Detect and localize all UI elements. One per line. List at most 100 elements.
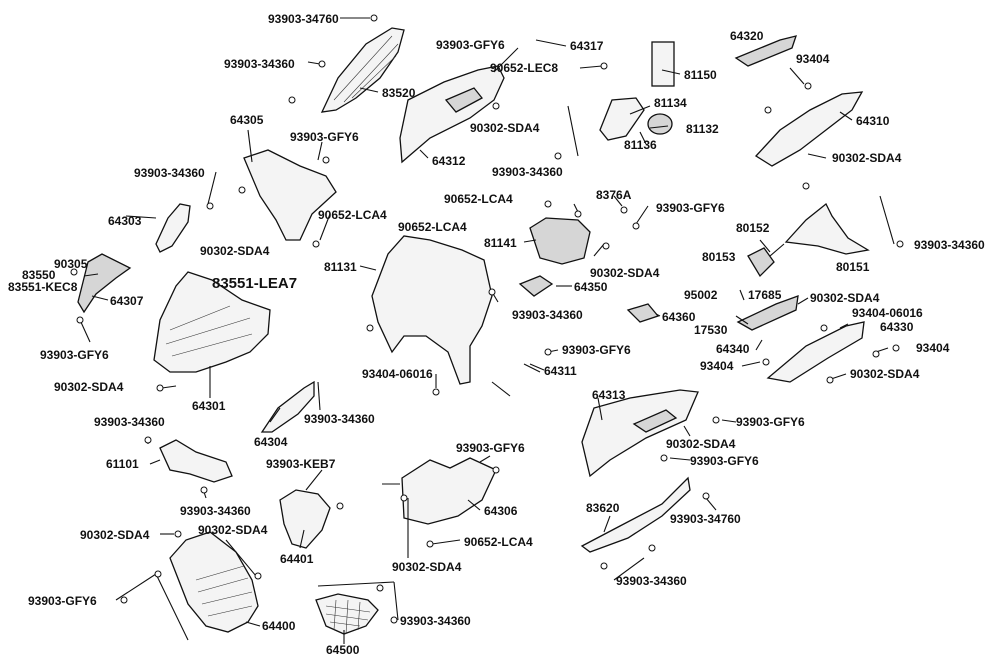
label-93903-34360-e: 93903-34360: [512, 308, 583, 322]
label-64317: 64317: [570, 39, 604, 53]
label-64306: 64306: [484, 504, 518, 518]
label-81134: 81134: [654, 96, 687, 110]
label-93903-34360-b: 93903-34360: [492, 165, 563, 179]
part-64305: [243, 149, 337, 241]
label-83620: 83620: [586, 501, 620, 515]
label-80152: 80152: [736, 221, 770, 235]
part-64360: [626, 303, 660, 323]
label-93903-34360-g: 93903-34360: [94, 415, 165, 429]
part-64303: [155, 203, 191, 253]
label-64307: 64307: [110, 294, 144, 308]
label-93404-b: 93404: [916, 341, 950, 355]
label-93903-34360-j: 93903-34360: [400, 614, 471, 628]
label-90302-SDA4-g: 90302-SDA4: [54, 380, 124, 394]
label-90302-SDA4-h: 90302-SDA4: [666, 437, 736, 451]
part-81134: [599, 97, 645, 141]
label-93903-KEB7: 93903-KEB7: [266, 457, 336, 471]
label-81150: 81150: [684, 68, 717, 82]
label-90302-SDA4-b: 90302-SDA4: [470, 121, 540, 135]
label-93903-34360-i: 93903-34360: [616, 574, 687, 588]
label-83550: 83550: [22, 268, 56, 282]
label-93903-34360-a: 93903-34360: [224, 57, 295, 71]
label-17685: 17685: [748, 288, 782, 302]
part-64400: [169, 531, 259, 633]
label-93404-06016-a: 93404-06016: [852, 306, 923, 320]
part-64401: [279, 489, 331, 549]
label-64310: 64310: [856, 114, 890, 128]
label-93404-c: 93404: [700, 359, 734, 373]
part-64304: [260, 380, 315, 433]
part-64306: [401, 457, 497, 525]
label-93903-34360-d: 93903-34360: [914, 238, 985, 252]
part-83620: [580, 476, 691, 553]
label-93903-GFY6-f: 93903-GFY6: [736, 415, 805, 429]
label-64305: 64305: [230, 113, 264, 127]
label-64400: 64400: [262, 619, 296, 633]
part-61101: [159, 439, 233, 483]
part-64312: [399, 65, 505, 164]
label-90652-LCA4-b: 90652-LCA4: [444, 192, 513, 206]
part-81131: [371, 235, 493, 385]
label-64303: 64303: [108, 214, 142, 228]
label-93903-GFY6-d: 93903-GFY6: [562, 343, 631, 357]
label-93903-34760-top: 93903-34760: [268, 12, 339, 26]
label-64350: 64350: [574, 280, 608, 294]
label-81132: 81132: [686, 122, 719, 136]
part-81141: [529, 217, 591, 265]
label-64320: 64320: [730, 29, 764, 43]
label-8376A: 8376A: [596, 188, 632, 202]
label-93404-a: 93404: [796, 52, 830, 66]
label-90302-SDA4-c: 90302-SDA4: [200, 244, 270, 258]
part-64320: [734, 35, 797, 67]
label-93903-GFY6-h: 93903-GFY6: [456, 441, 525, 455]
part-64310: [754, 91, 864, 167]
label-17530: 17530: [694, 323, 728, 337]
label-64500: 64500: [326, 643, 360, 657]
label-90302-SDA4-f: 90302-SDA4: [850, 367, 920, 381]
label-90302-SDA4-j: 90302-SDA4: [198, 523, 268, 537]
part-64311: [523, 363, 541, 373]
label-90302-SDA4-k: 90302-SDA4: [392, 560, 462, 574]
part-64313: [581, 389, 699, 478]
label-93903-GFY6-e: 93903-GFY6: [40, 348, 109, 362]
label-90302-SDA4-d: 90302-SDA4: [590, 266, 660, 280]
part-drawings: [77, 27, 870, 635]
label-90302-SDA4-e: 90302-SDA4: [810, 291, 880, 305]
label-93903-34360-f: 93903-34360: [304, 412, 375, 426]
label-64301: 64301: [192, 399, 226, 413]
label-64313: 64313: [592, 388, 626, 402]
label-83520: 83520: [382, 86, 416, 100]
label-64312: 64312: [432, 154, 466, 168]
label-64340: 64340: [716, 342, 750, 356]
label-95002: 95002: [684, 288, 718, 302]
part-80152: [747, 247, 775, 278]
label-64304: 64304: [254, 435, 288, 449]
label-81131: 81131: [324, 260, 357, 274]
label-90652-LCA4-a: 90652-LCA4: [318, 208, 387, 222]
part-64350: [518, 275, 554, 297]
label-80153: 80153: [702, 250, 736, 264]
part-64330: [766, 321, 865, 383]
label-93903-GFY6-c: 93903-GFY6: [656, 201, 725, 215]
label-90305: 90305: [54, 257, 88, 271]
label-64360: 64360: [662, 310, 696, 324]
label-93903-GFY6-i: 93903-GFY6: [28, 594, 97, 608]
part-64301: [153, 271, 271, 373]
part-81150: [651, 41, 675, 87]
fasteners: [70, 14, 904, 624]
label-90652-LCA4-d: 90652-LCA4: [464, 535, 533, 549]
label-81141: 81141: [484, 236, 517, 250]
label-81136: 81136: [624, 138, 657, 152]
part-81132: [647, 113, 673, 135]
label-93903-34360-c: 93903-34360: [134, 166, 205, 180]
label-64401: 64401: [280, 552, 314, 566]
label-90302-SDA4-i: 90302-SDA4: [80, 528, 150, 542]
label-90652-LEC8: 90652-LEC8: [490, 61, 558, 75]
label-93903-34760-b: 93903-34760: [670, 512, 741, 526]
label-93903-GFY6-a: 93903-GFY6: [436, 38, 505, 52]
label-83551-LEA7: 83551-LEA7: [212, 275, 297, 292]
label-61101: 61101: [106, 457, 139, 471]
label-80151: 80151: [836, 260, 870, 274]
label-93903-GFY6-g: 93903-GFY6: [690, 454, 759, 468]
